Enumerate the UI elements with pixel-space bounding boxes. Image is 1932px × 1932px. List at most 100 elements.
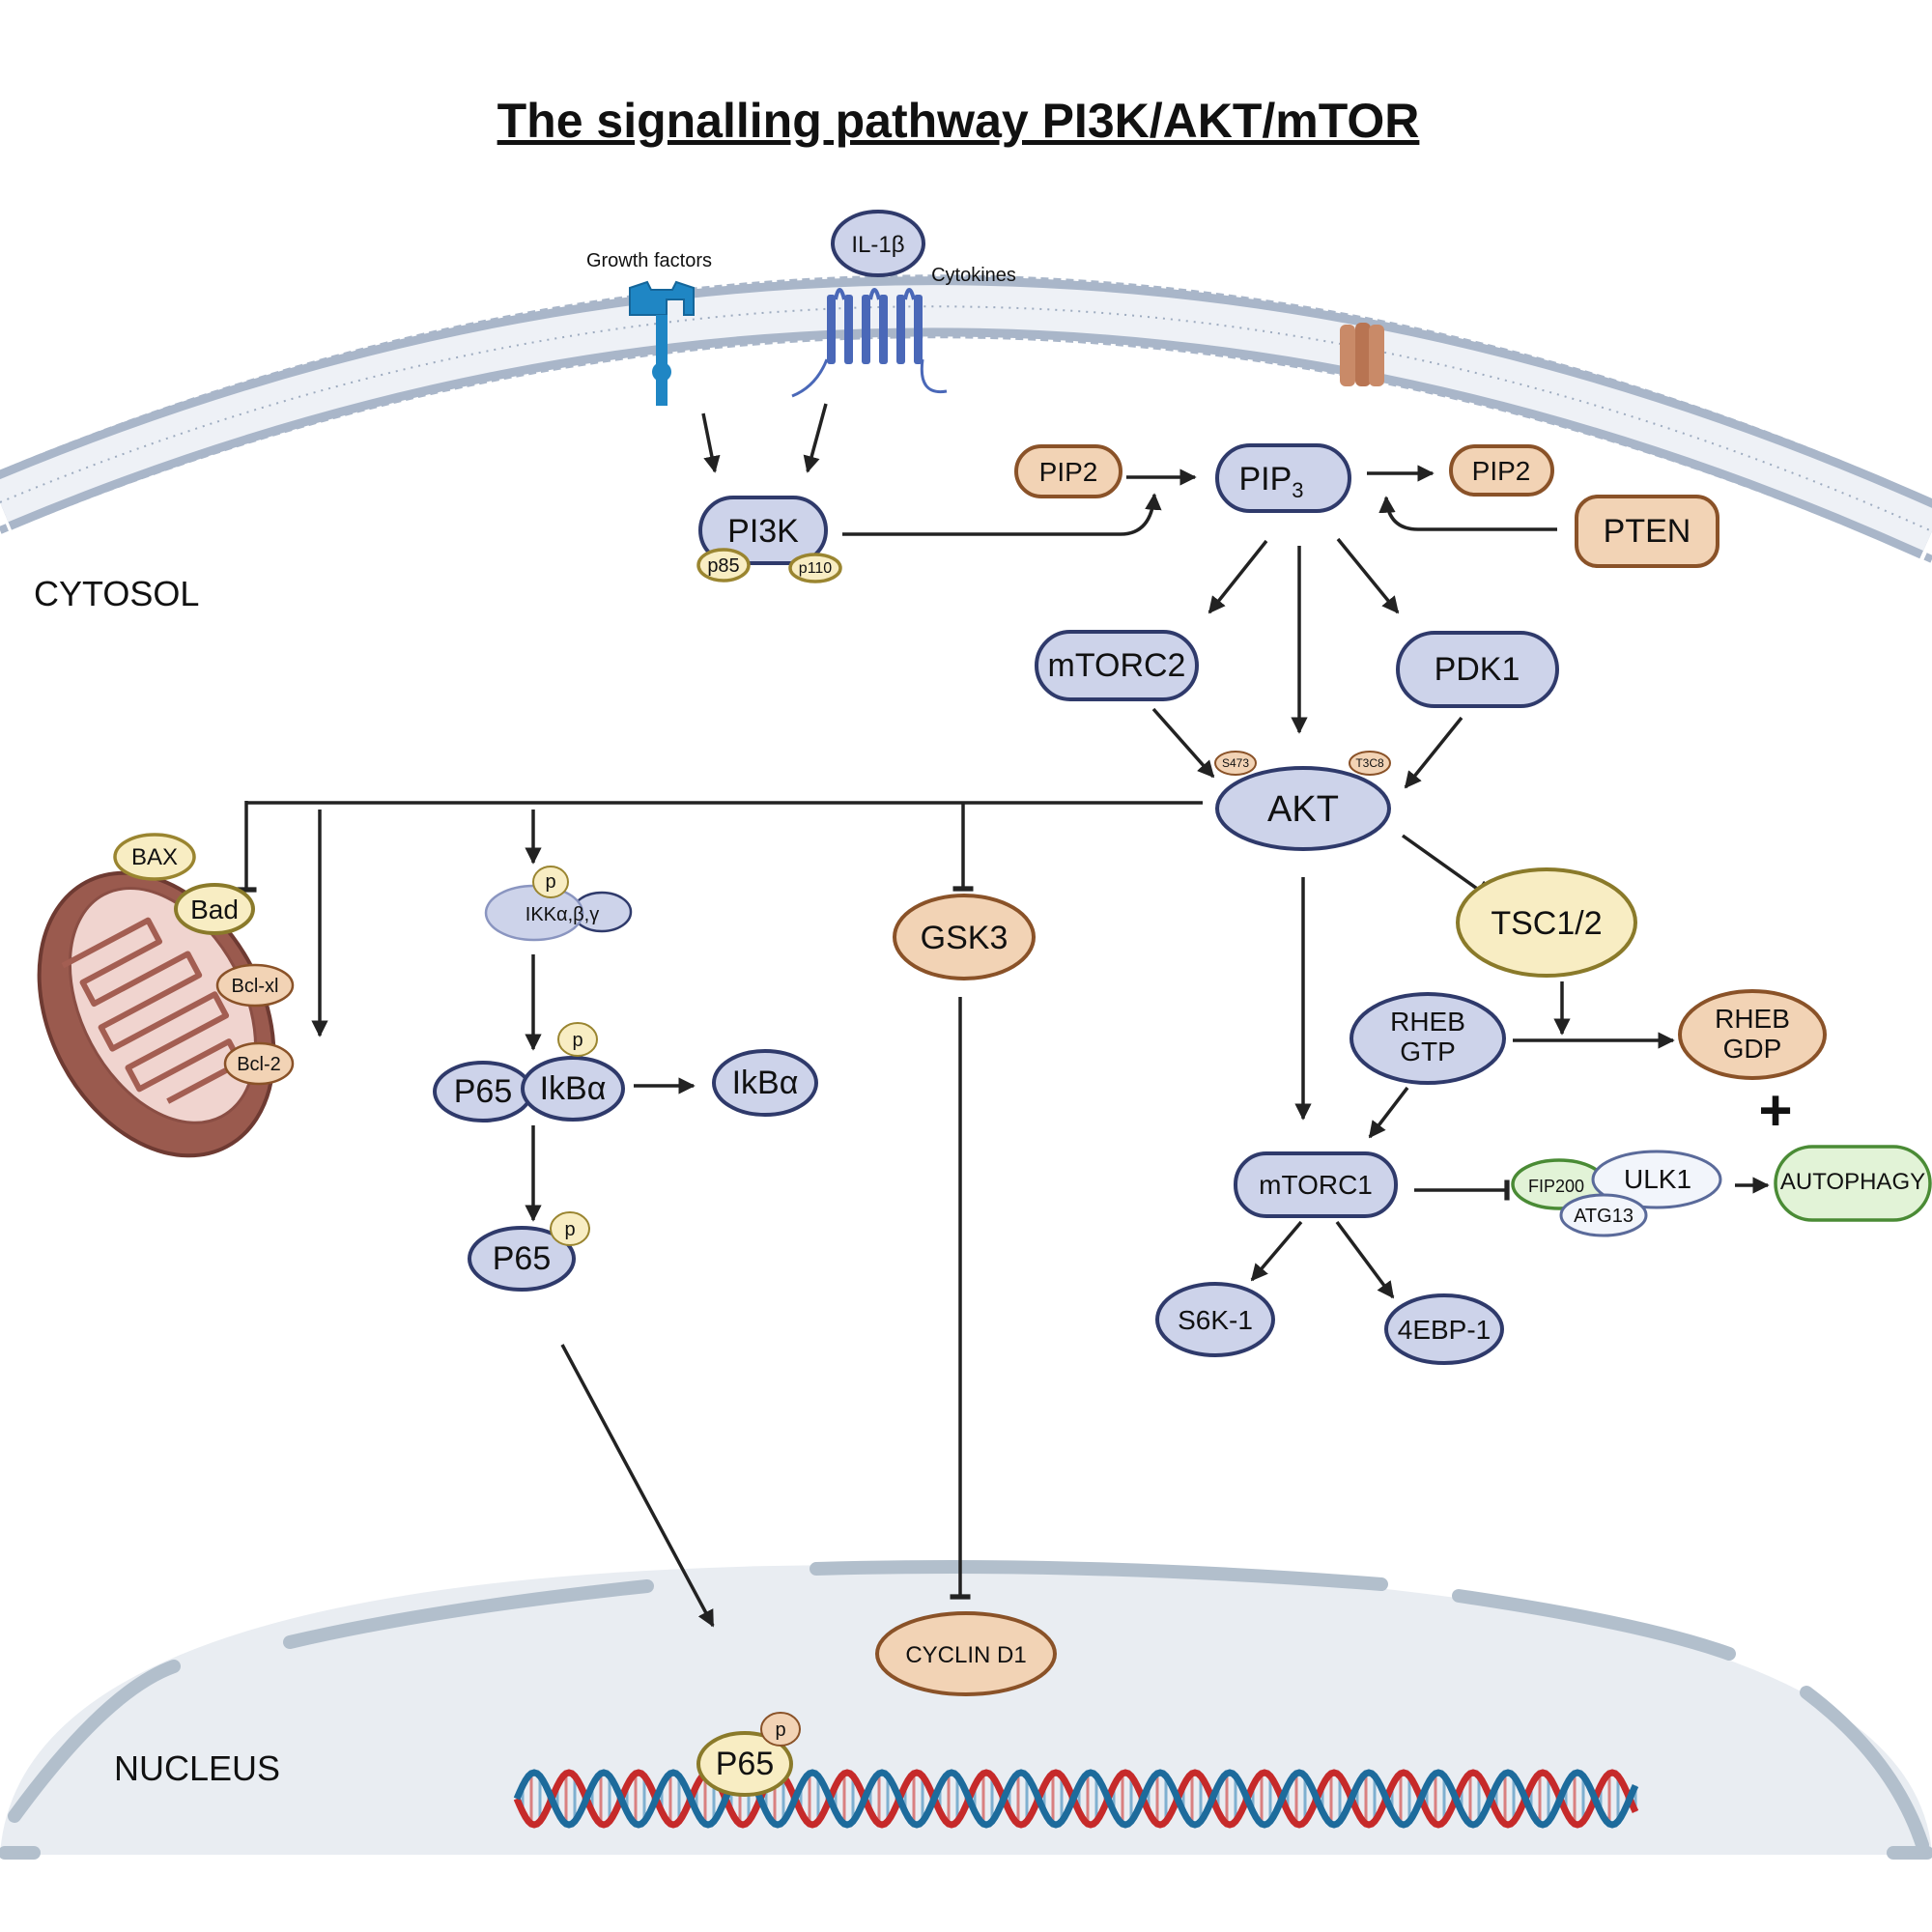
inhibit-akt-to-tsc (1401, 834, 1489, 901)
arrow-mtorc1-to-4ebp1 (1335, 1220, 1395, 1299)
p65-nucleus-phospho-node (760, 1712, 801, 1747)
rheb-gdp-label-1: RHEB (1715, 1004, 1790, 1034)
p110-label: p110 (799, 560, 833, 577)
arrow-rheb-to-mtorc1 (1368, 1086, 1409, 1139)
ikk-phospho-label: p (545, 871, 555, 893)
rheb-gtp-label-2: GTP (1400, 1037, 1456, 1066)
ikba-free-node (712, 1049, 818, 1117)
arrow-mtorc2-to-akt (1151, 707, 1215, 779)
mtorc1-node (1234, 1151, 1398, 1218)
pip2-left-node (1014, 444, 1122, 498)
pip3-subscript: 3 (1292, 478, 1303, 502)
dna-strand-blue (513, 1769, 1639, 1829)
p110-node (788, 553, 842, 583)
mitochondrion (37, 870, 276, 1158)
ikba-free-label: IkBα (732, 1065, 799, 1101)
cyclin-d1-label: CYCLIN D1 (905, 1642, 1026, 1668)
ulk1-label: ULK1 (1624, 1164, 1691, 1194)
s6k1-node (1155, 1282, 1275, 1357)
arrow-p65-to-nucleus (560, 1344, 715, 1628)
il1b-node (831, 210, 925, 277)
t308-node (1349, 751, 1391, 776)
arrow-pten-to-pip3 (1378, 496, 1557, 531)
rheb-gdp-node (1678, 989, 1827, 1080)
arrow-pip3-to-mtorc2 (1208, 539, 1268, 614)
pten-node (1575, 495, 1719, 568)
pi3k-label: PI3K (727, 513, 799, 550)
membrane-channel (1340, 323, 1384, 386)
rheb-gdp-label-2: GDP (1723, 1034, 1782, 1064)
ikba-phospho-node (557, 1022, 598, 1057)
p65-nucleus-phospho-label: p (775, 1719, 785, 1741)
mtorc2-node (1035, 630, 1199, 701)
akt-label: AKT (1267, 789, 1339, 830)
s473-node (1214, 751, 1257, 776)
arrow-pi3k-to-pip3 (842, 493, 1162, 536)
ikk-phospho-node (532, 866, 569, 898)
pip2-right-label: PIP2 (1472, 456, 1531, 486)
autophagy-node (1774, 1145, 1932, 1222)
gsk3-label: GSK3 (921, 920, 1009, 956)
nucleus-label: NUCLEUS (114, 1748, 280, 1788)
p65-nucleus-label: P65 (716, 1746, 775, 1782)
p65-label: P65 (454, 1073, 513, 1110)
arrow-cytokine-to-pi3k (803, 403, 828, 473)
atg13-node (1559, 1193, 1648, 1237)
pten-label: PTEN (1604, 513, 1691, 550)
p65-phos-node (468, 1226, 576, 1292)
4ebp1-label: 4EBP-1 (1398, 1315, 1492, 1345)
growth-factors-label: Growth factors (586, 250, 712, 271)
p85-label: p85 (707, 555, 739, 577)
atg13-label: ATG13 (1574, 1206, 1634, 1227)
pip3-label: PIP3 (1238, 461, 1303, 502)
arrow-growth-to-pi3k (701, 412, 721, 473)
cytokine-receptor (791, 288, 948, 398)
il1b-label: IL-1β (851, 232, 904, 258)
ulk1-node (1591, 1150, 1722, 1209)
fip200-label: FIP200 (1528, 1177, 1584, 1196)
rheb-gtp-node (1350, 992, 1506, 1085)
autophagy-label: AUTOPHAGY (1780, 1169, 1925, 1195)
tsc-label: TSC1/2 (1491, 905, 1602, 942)
pip3-node (1215, 443, 1351, 513)
cell-membrane (0, 274, 1932, 563)
bax-node (113, 833, 196, 881)
p65-phos-label: P65 (493, 1240, 552, 1277)
ikk-label: IKKα,β,γ (526, 904, 599, 925)
arrow-pdk1-to-akt (1404, 716, 1463, 789)
growth-factor-receptor (629, 280, 695, 406)
bax-label: BAX (131, 844, 178, 870)
s6k1-label: S6K-1 (1178, 1305, 1253, 1335)
ikba-phospho-label: p (572, 1030, 582, 1051)
mtorc2-label: mTORC2 (1048, 647, 1186, 684)
plus-sign: + (1758, 1078, 1792, 1143)
p65-phospho-node (550, 1211, 590, 1246)
bcl2-node (223, 1041, 295, 1086)
s473-label: S473 (1222, 756, 1249, 770)
ikba-node (521, 1056, 625, 1122)
mtorc1-label: mTORC1 (1259, 1170, 1373, 1200)
arrow-pip3-to-pdk1 (1336, 537, 1400, 614)
page-title: The signalling pathway PI3K/AKT/mTOR (497, 94, 1420, 148)
t308-label: T3C8 (1355, 756, 1384, 770)
bad-label: Bad (190, 895, 239, 924)
pi3k-node (698, 496, 828, 565)
p65-nucleus-node (696, 1731, 793, 1797)
bad-node (174, 883, 255, 935)
p65-phospho-label: p (564, 1219, 575, 1240)
bclxl-label: Bcl-xl (232, 976, 279, 997)
cytosol-label: CYTOSOL (34, 574, 199, 613)
arrow-mtorc1-to-s6k1 (1250, 1220, 1303, 1282)
cyclin-d1-node (875, 1611, 1057, 1696)
p85-node (696, 548, 751, 582)
pdk1-node (1396, 631, 1559, 708)
gsk3-node (893, 894, 1036, 980)
bclxl-node (215, 963, 295, 1008)
akt-node (1215, 766, 1391, 851)
ikba-label: IkBα (540, 1070, 607, 1107)
pip2-left-label: PIP2 (1039, 457, 1098, 487)
rheb-gtp-label-1: RHEB (1390, 1007, 1465, 1037)
pip2-right-node (1449, 444, 1554, 497)
tsc-node (1456, 867, 1637, 978)
